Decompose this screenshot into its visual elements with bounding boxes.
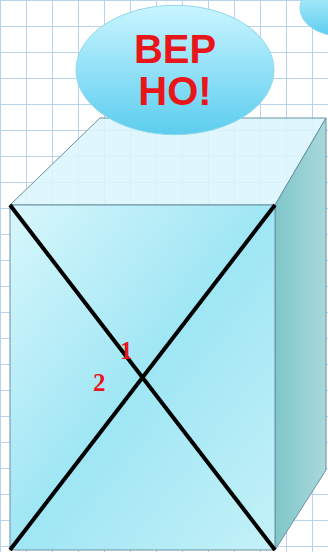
side-face — [275, 118, 326, 550]
bubble-text: ВЕР НО! — [120, 28, 230, 112]
diagonal — [10, 205, 275, 550]
speech-bubble: ВЕР НО! — [74, 4, 276, 136]
angle-number: 1 — [120, 338, 133, 363]
bubble-fragment — [300, 0, 328, 36]
front-face — [10, 205, 275, 550]
diagonal — [10, 205, 275, 550]
angle-number: 2 — [93, 370, 106, 395]
